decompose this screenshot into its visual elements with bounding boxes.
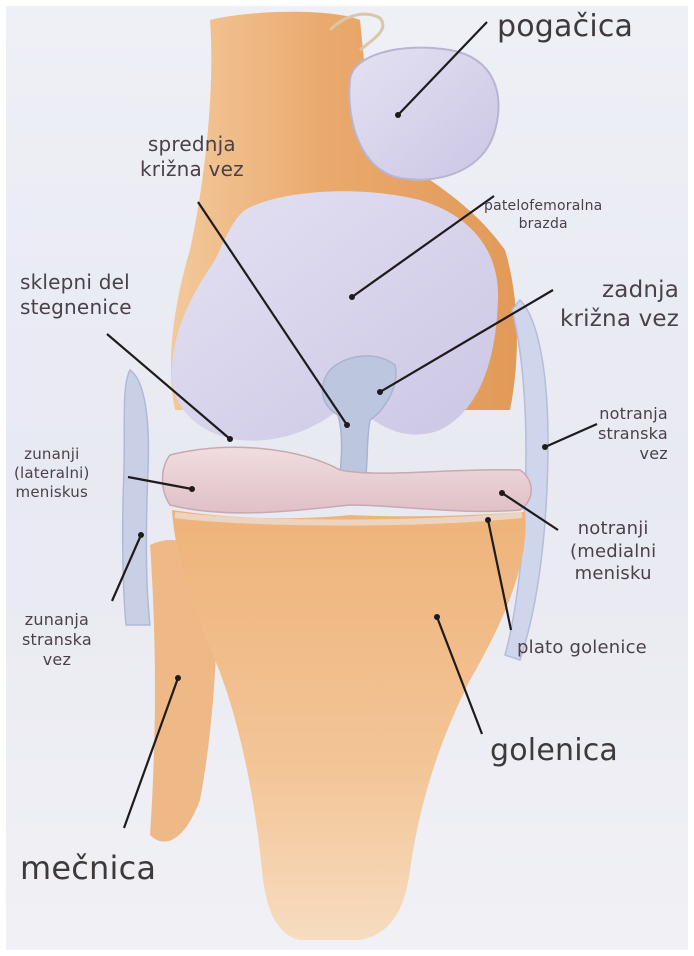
leader-dot-notranja-stranska [542,444,548,450]
label-patelofemoralna-brazda: patelofemoralna brazda [484,198,602,233]
label-notranja-stranska-vez: notranja stranska vez [598,404,668,464]
leader-dot-pogacica [395,112,401,118]
leader-dot-sprednja [344,422,350,428]
leader-dot-notranji-meniskus [499,490,505,496]
label-zunanji-meniskus: zunanji (lateralni) meniskus [14,445,90,501]
label-sprednja-krizna-vez: sprednja križna vez [140,132,244,182]
label-notranji-meniskus: notranji (medialni menisku [570,518,656,586]
label-mecnica: mečnica [20,848,156,888]
leader-dot-mecnica [175,675,181,681]
leader-dot-golenica [434,614,440,620]
label-zadnja-krizna-vez: zadnja križna vez [560,276,679,334]
leader-dot-plato [485,517,491,523]
patella-shape [349,48,498,180]
lateral-collateral-ligament-shape [123,370,150,625]
label-sklepni-del-stegnenice: sklepni del stegnenice [20,270,132,320]
leader-dot-zunanji-meniskus [189,486,195,492]
leader-dot-sklepni [227,436,233,442]
label-pogacica: pogačica [497,8,633,46]
leader-dot-zadnja [377,389,383,395]
label-golenica: golenica [490,732,618,770]
leader-dot-zunanja-stranska [138,532,144,538]
label-plato-golenice: plato golenice [517,637,647,660]
leader-dot-patelofemoralna [349,294,355,300]
label-zunanja-stranska-vez: zunanja stranska vez [22,610,92,670]
